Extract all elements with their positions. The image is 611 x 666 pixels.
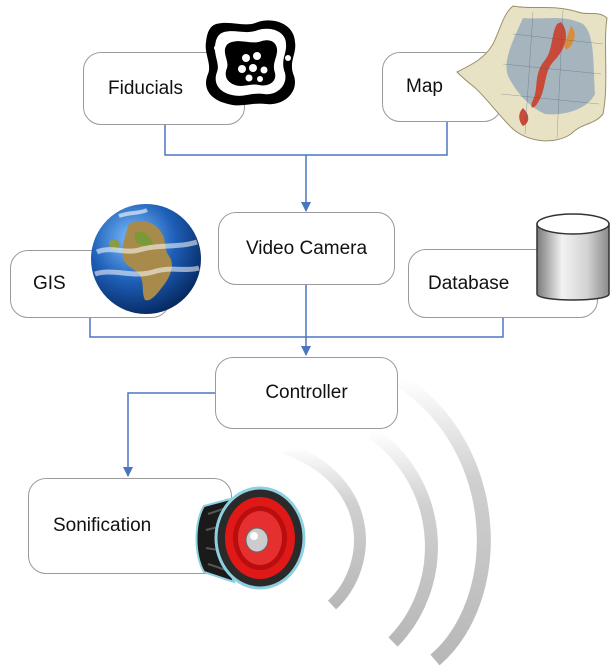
sound-wave-inner [282,442,366,610]
earth-globe-icon [91,204,201,314]
database-label: Database [428,272,510,294]
fiducial-marker-icon [205,20,296,106]
database-cylinder-icon [536,213,610,301]
sound-wave-middle [368,426,438,647]
paper-map-icon [456,5,608,142]
connector-gis-database [89,318,504,338]
connector-fiducials-map-to-camera [164,122,448,156]
map-label: Map [406,76,443,97]
video-camera-box[interactable]: Video Camera [218,212,395,285]
arrow-to-sonification [123,392,215,477]
video-camera-label: Video Camera [245,237,368,259]
controller-label: Controller [265,382,348,403]
sound-waves [282,374,491,666]
sound-wave-outer [396,374,491,666]
controller-box[interactable]: Controller [215,357,398,429]
sonification-label: Sonification [53,515,152,536]
gis-label: GIS [33,273,66,294]
speaker-icon [195,486,306,590]
fiducials-label: Fiducials [108,77,183,99]
connectors [89,122,504,477]
